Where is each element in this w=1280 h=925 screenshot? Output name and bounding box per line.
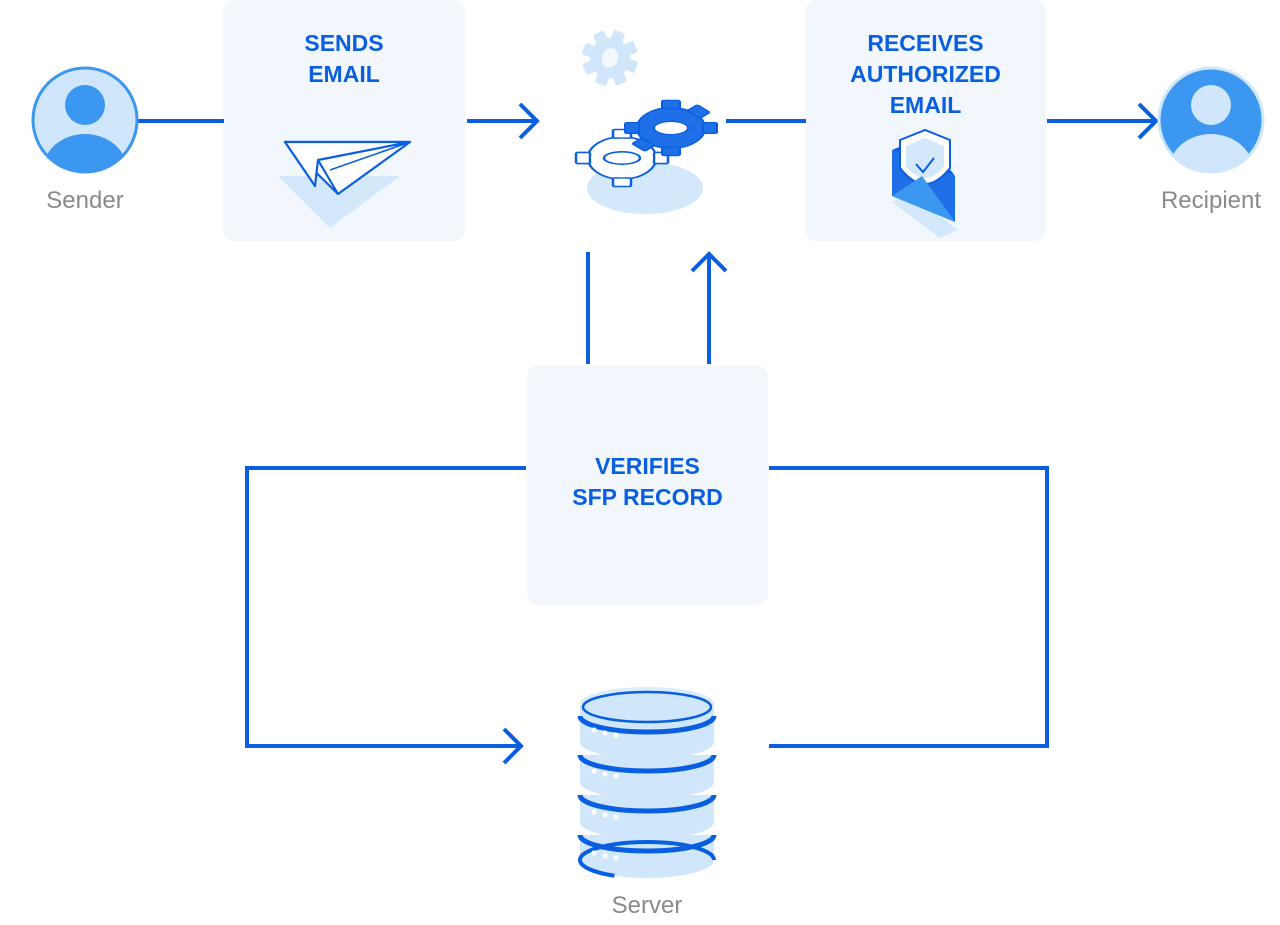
connector-server-to-verifies (769, 466, 1049, 748)
server-disk-4 (577, 834, 717, 880)
receives-email-box: RECEIVES AUTHORIZED EMAIL (805, 0, 1046, 241)
small-gear-icon (582, 30, 638, 86)
recipient-label: Recipient (1160, 187, 1262, 214)
arrow-receives-to-recipient (1047, 102, 1159, 140)
blue-gear-icon (624, 99, 718, 157)
server-label: Server (611, 892, 683, 919)
sender-label: Sender (46, 187, 124, 214)
server-disk-3 (577, 794, 717, 839)
sends-email-title: SENDS EMAIL (304, 30, 384, 87)
shielded-envelope-icon (892, 128, 958, 238)
verifies-spf-box: VERIFIES SFP RECORD (527, 365, 768, 605)
receives-email-title: RECEIVES AUTHORIZED EMAIL (850, 30, 1001, 118)
connectors (138, 102, 1159, 765)
arrow-sends-to-processing (467, 102, 540, 140)
gears-icon (574, 30, 718, 214)
arrow-verifies-to-processing (690, 251, 728, 364)
server-disk-2 (577, 754, 717, 799)
paper-plane-icon (278, 140, 412, 228)
recipient-avatar-icon (1157, 66, 1265, 174)
arrow-verifies-to-server (245, 466, 526, 765)
database-server-icon (577, 687, 717, 880)
server-disk-1 (577, 687, 717, 759)
sender-avatar-icon (31, 66, 139, 174)
verifies-spf-title: VERIFIES SFP RECORD (572, 453, 723, 510)
